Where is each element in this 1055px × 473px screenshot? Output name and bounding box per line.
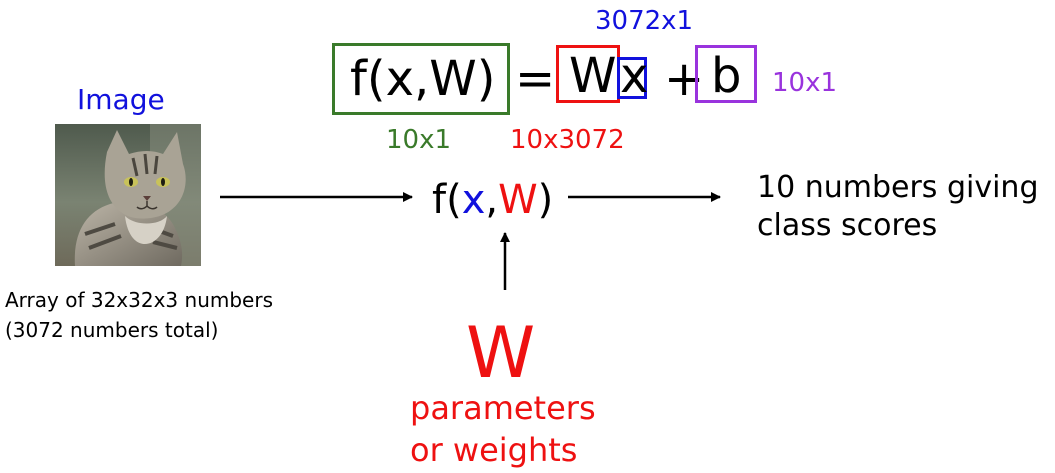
- image-caption-line2: (3072 numbers total): [5, 318, 219, 342]
- function-close: ): [537, 177, 554, 223]
- equation-W: W: [569, 48, 617, 104]
- weights-symbol: W: [466, 312, 536, 394]
- weights-line2: or weights: [410, 431, 578, 469]
- equation-x: x: [620, 48, 649, 104]
- cat-photo: [55, 124, 201, 266]
- output-line2: class scores: [757, 208, 938, 243]
- dim-b-label: 10x1: [772, 68, 838, 98]
- fxW-box: [332, 43, 510, 115]
- equation-b: b: [711, 48, 742, 104]
- cat-icon: [55, 124, 201, 266]
- weights-line1: parameters: [410, 389, 596, 427]
- dim-fxW-label: 10x1: [386, 125, 452, 155]
- output-line1: 10 numbers giving: [757, 170, 1039, 205]
- function-x: x: [461, 177, 486, 223]
- function-W: W: [498, 177, 538, 223]
- equation-lhs: f(x,W): [350, 51, 496, 107]
- dim-W-label: 10x3072: [510, 125, 625, 155]
- function-f-open: f(: [432, 177, 462, 223]
- function-fxW: f(x,W): [432, 180, 553, 220]
- function-comma: ,: [485, 177, 499, 223]
- image-caption-line1: Array of 32x32x3 numbers: [5, 288, 273, 312]
- b-box: [695, 45, 757, 103]
- dim-x-label: 3072x1: [595, 6, 694, 36]
- equals-sign: =: [515, 51, 556, 107]
- x-box: [617, 57, 647, 99]
- image-title: Image: [77, 83, 165, 116]
